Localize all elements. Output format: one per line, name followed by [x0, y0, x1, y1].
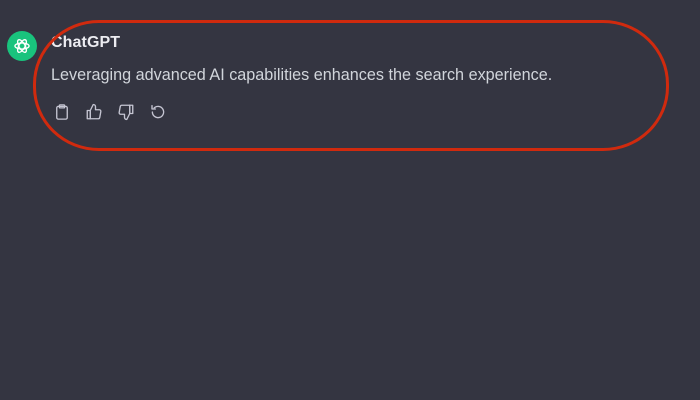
message-author: ChatGPT	[51, 34, 121, 51]
highlight-outline	[33, 20, 669, 151]
openai-logo-icon	[14, 39, 30, 53]
message-actions	[52, 102, 168, 122]
clipboard-icon	[56, 104, 68, 120]
thumbs-down-button[interactable]	[116, 102, 136, 122]
message-text: Leveraging advanced AI capabilities enha…	[51, 66, 553, 84]
assistant-message: ChatGPT Leveraging advanced AI capabilit…	[0, 0, 700, 170]
copy-button[interactable]	[52, 102, 72, 122]
thumbs-down-icon	[118, 104, 134, 121]
regenerate-icon	[151, 104, 165, 119]
regenerate-button[interactable]	[148, 102, 168, 122]
thumbs-up-button[interactable]	[84, 102, 104, 122]
chatgpt-avatar	[7, 31, 37, 61]
thumbs-up-icon	[86, 103, 102, 120]
